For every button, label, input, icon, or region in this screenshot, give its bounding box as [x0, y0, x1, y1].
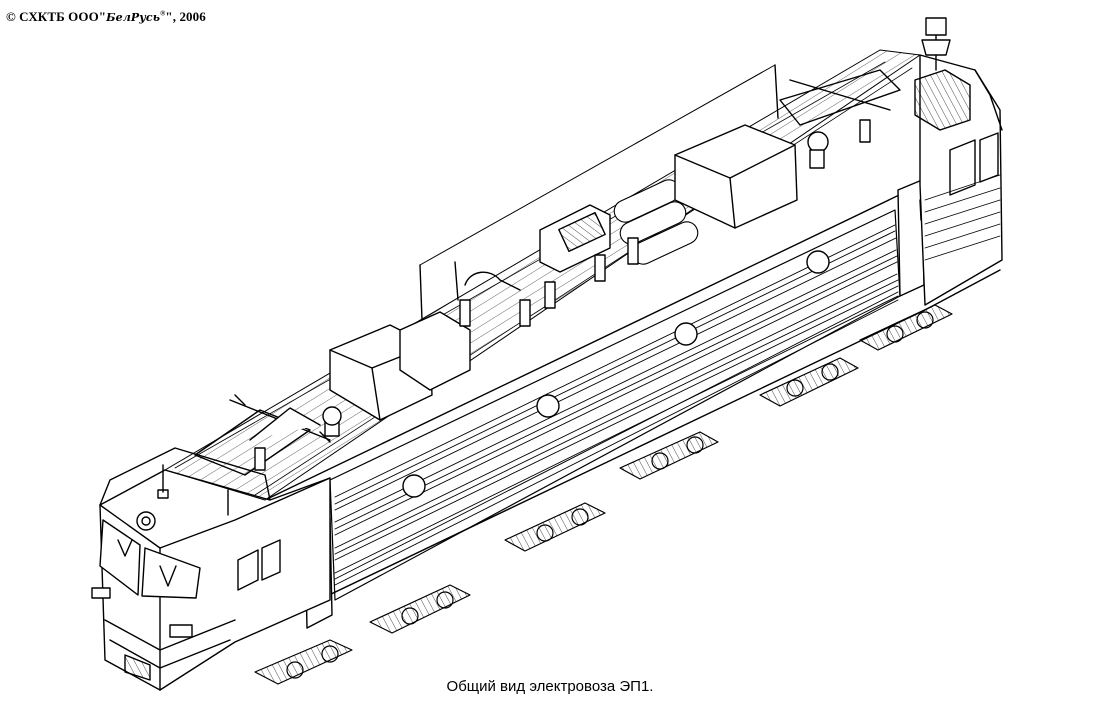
front-cab	[91, 447, 331, 691]
copyright-suffix: ", 2006	[165, 9, 206, 24]
bogies	[254, 304, 953, 685]
copyright-notice: © СХКТБ ООО"БелРусь®", 2006	[6, 9, 206, 25]
copyright-brand: БелРусь	[106, 11, 161, 24]
figure-caption: Общий вид электровоза ЭП1.	[0, 678, 1096, 695]
copyright-prefix: © СХКТБ ООО"	[6, 9, 107, 24]
rear-cab	[914, 17, 1003, 306]
caption-text: Общий вид электровоза ЭП1.	[446, 678, 654, 695]
registered-mark: ®	[160, 9, 166, 18]
roof-equipment	[194, 64, 901, 476]
